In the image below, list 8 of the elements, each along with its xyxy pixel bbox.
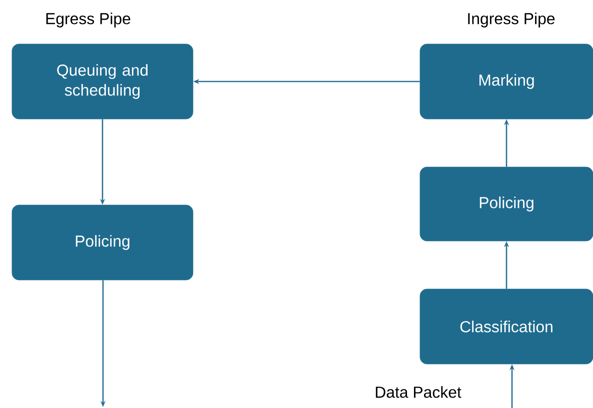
process-box: Classification: [420, 288, 593, 364]
pipe-heading: Ingress Pipe: [468, 12, 555, 28]
process-box: Marking: [420, 44, 593, 120]
process-box: Policing: [12, 204, 194, 280]
process-box: Policing: [420, 166, 593, 242]
pipe-heading: Egress Pipe: [46, 12, 130, 28]
process-box: Queuing and scheduling: [12, 44, 194, 120]
text-label: Data Packet: [376, 386, 462, 398]
